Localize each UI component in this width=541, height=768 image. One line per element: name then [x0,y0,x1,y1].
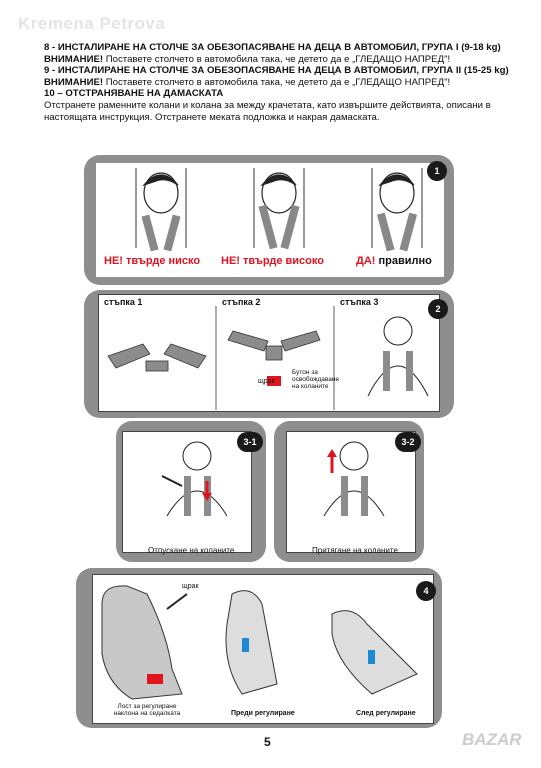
section-10-body: Отстранете раменните колани и колана за … [44,99,491,123]
figure-4-seat-illustration [101,585,418,700]
figure-4-lever-note: Лост за регулиране наклона на седалката [113,703,181,717]
warning-text: Поставете столчето в автомобила така, че… [103,76,451,88]
figure-4-click: щрак [182,583,199,590]
figure-4-before: Преди регулиране [231,710,295,717]
figure-1-children-illustration [135,168,423,252]
figure-3-1-illustration [161,441,228,517]
warning-label: ВНИМАНИЕ! [44,76,104,88]
section-8-warning: ВНИМАНИЕ! Поставете столчето в автомобил… [44,54,514,66]
instructions-text: 8 - ИНСТАЛИРАНЕ НА СТОЛЧЕ ЗА ОБЕЗОПАСЯВА… [44,42,514,123]
warning-text: Поставете столчето в автомобила така, че… [103,53,451,65]
figure-3-2-illustration [323,441,385,517]
correct-word: правилно [378,255,432,267]
figure-2-buckle-illustration [107,306,429,410]
section-9-warning: ВНИМАНИЕ! Поставете столчето в автомобил… [44,77,514,89]
figure-1-number: 1 [427,161,447,181]
watermark: Kremena Petrova [18,14,166,33]
section-10-heading: 10 – ОТСТРАНЯВАНЕ НА ДАМАСКАТА [44,88,224,100]
figure-2-number: 2 [428,299,448,319]
figure-4-after: След регулиране [356,710,416,717]
figure-3-1-number: 3-1 [237,432,263,452]
figure-1-label-too-high: НЕ! твърде високо [221,255,324,267]
figure-2-click: щрак [258,378,275,385]
bazar-logo: BAZAR [462,730,522,749]
figure-4-number: 4 [416,581,436,601]
correct-yes: ДА! [356,255,376,267]
figure-2-button-note: Бутон за освобождаване на коланите [292,369,340,390]
page-number: 5 [264,735,271,749]
figure-2-step-2: стъпка 2 [222,297,261,307]
figure-1-label-correct: ДА! правилно [356,255,432,267]
figure-1-label-too-low: НЕ! твърде ниско [104,255,201,267]
figure-2-step-1: стъпка 1 [104,297,143,307]
figure-3-2-number: 3-2 [395,432,421,452]
figure-3-2-caption: Притягане на коланите [312,546,398,555]
figure-3-1-caption: Отпускане на коланите [148,546,235,555]
section-8-heading: 8 - ИНСТАЛИРАНЕ НА СТОЛЧЕ ЗА ОБЕЗОПАСЯВА… [44,42,501,53]
figure-2-step-3: стъпка 3 [340,297,379,307]
warning-label: ВНИМАНИЕ! [44,53,104,65]
section-9-heading: 9 - ИНСТАЛИРАНЕ НА СТОЛЧЕ ЗА ОБЕЗОПАСЯВА… [44,65,509,77]
